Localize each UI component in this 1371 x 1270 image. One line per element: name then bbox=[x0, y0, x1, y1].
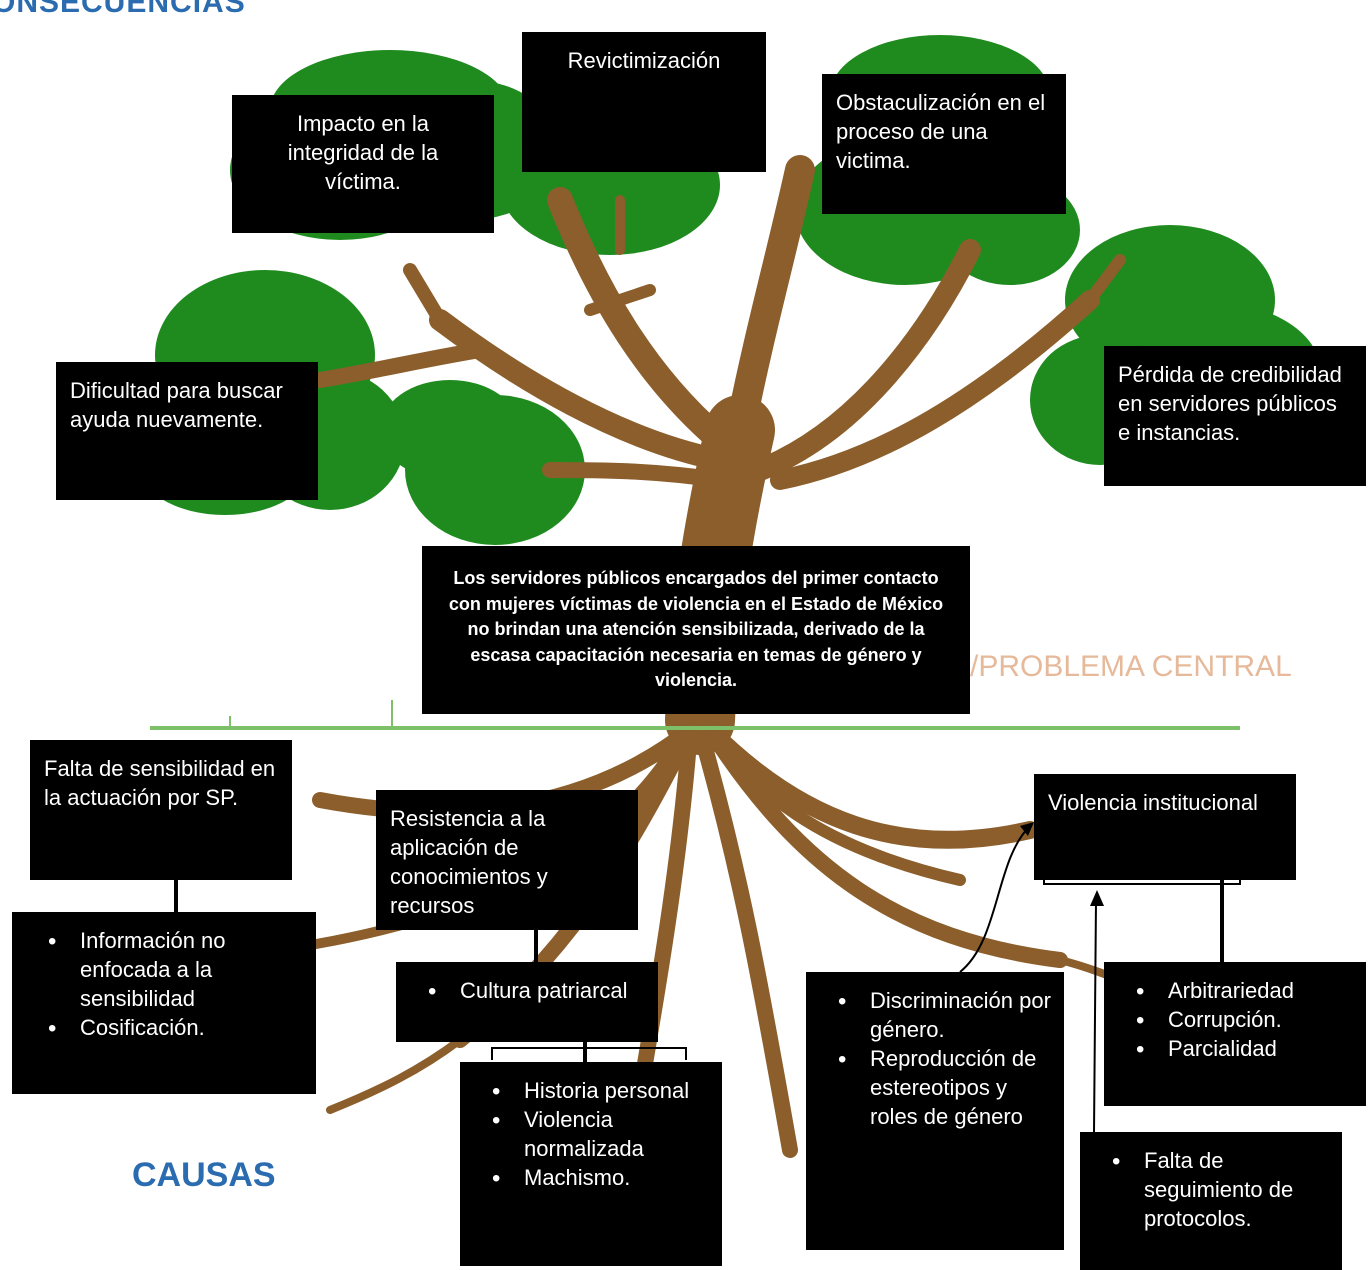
consequence-impacto-text: Impacto en la integridad de la víctima. bbox=[287, 111, 439, 195]
causes-heading: CAUSAS bbox=[132, 1156, 276, 1194]
list-item: Discriminación por género. bbox=[838, 986, 1058, 1044]
consequence-obstaculizacion-box: Obstaculización en el proceso de una vic… bbox=[822, 74, 1066, 214]
cause-cultura-box: Cultura patriarcal bbox=[396, 962, 658, 1042]
cause-informacion-list: Información no enfocada a la sensibilida… bbox=[22, 926, 306, 1045]
list-item: Información no enfocada a la sensibilida… bbox=[48, 926, 306, 1013]
cause-resistencia-box: Resistencia a la aplicación de conocimie… bbox=[376, 790, 638, 930]
cause-violencia-institucional-box: Violencia institucional bbox=[1034, 774, 1296, 880]
consequence-revictimizacion-text: Revictimización bbox=[567, 48, 721, 73]
list-item: Falta de seguimiento de protocolos. bbox=[1112, 1146, 1336, 1233]
cause-connectors bbox=[174, 878, 1224, 1062]
cause-arbitrariedad-box: Arbitrariedad Corrupción. Parcialidad bbox=[1104, 962, 1366, 1106]
cause-discriminacion-box: Discriminación por género. Reproducción … bbox=[806, 972, 1064, 1250]
list-item: Parcialidad bbox=[1136, 1034, 1360, 1066]
cause-resistencia-text: Resistencia a la aplicación de conocimie… bbox=[390, 806, 548, 919]
ground-line bbox=[150, 700, 1240, 730]
arrow-heads bbox=[1020, 822, 1104, 906]
list-item: Historia personal bbox=[492, 1076, 716, 1108]
list-item: Machismo. bbox=[492, 1163, 716, 1195]
consequence-perdida-text: Pérdida de credibilidad en servidores pú… bbox=[1118, 362, 1342, 446]
cause-seguimiento-list: Falta de seguimiento de protocolos. bbox=[1086, 1146, 1336, 1233]
consequences-heading: ONSECUENCIAS bbox=[0, 0, 246, 19]
cause-violencia-institucional-text: Violencia institucional bbox=[1048, 790, 1258, 815]
bracket-lines bbox=[491, 878, 1241, 1060]
cause-historia-box: Historia personal Violencia normalizada … bbox=[460, 1062, 722, 1266]
list-item: Violencia normalizada bbox=[492, 1105, 716, 1163]
list-item: Corrupción. bbox=[1136, 1005, 1360, 1037]
cause-falta-sensibilidad-box: Falta de sensibilidad en la actuación po… bbox=[30, 740, 292, 880]
consequence-obstaculizacion-text: Obstaculización en el proceso de una vic… bbox=[836, 90, 1046, 174]
consequence-dificultad-box: Dificultad para buscar ayuda nuevamente. bbox=[56, 362, 318, 500]
cause-falta-sensibilidad-text: Falta de sensibilidad en la actuación po… bbox=[44, 756, 276, 811]
cause-informacion-box: Información no enfocada a la sensibilida… bbox=[12, 912, 316, 1094]
list-item: Cosificación. bbox=[48, 1013, 306, 1045]
central-problem-heading: /PROBLEMA CENTRAL bbox=[970, 650, 1292, 683]
consequence-perdida-box: Pérdida de credibilidad en servidores pú… bbox=[1104, 346, 1366, 486]
cause-arbitrariedad-list: Arbitrariedad Corrupción. Parcialidad bbox=[1110, 976, 1360, 1066]
arrow-connectors bbox=[959, 825, 1097, 1133]
list-item: Cultura patriarcal bbox=[428, 976, 652, 1008]
cause-discriminacion-list: Discriminación por género. Reproducción … bbox=[812, 986, 1058, 1131]
list-item: Reproducción de estereotipos y roles de … bbox=[838, 1044, 1058, 1131]
central-problem-text: Los servidores públicos encargados del p… bbox=[448, 568, 944, 691]
list-item: Arbitrariedad bbox=[1136, 976, 1360, 1008]
central-problem-box: Los servidores públicos encargados del p… bbox=[422, 546, 970, 714]
cause-seguimiento-box: Falta de seguimiento de protocolos. bbox=[1080, 1132, 1342, 1270]
consequence-impacto-box: Impacto en la integridad de la víctima. bbox=[232, 95, 494, 233]
cause-cultura-list: Cultura patriarcal bbox=[402, 976, 652, 1008]
consequence-revictimizacion-box: Revictimización bbox=[522, 32, 766, 172]
consequence-dificultad-text: Dificultad para buscar ayuda nuevamente. bbox=[70, 378, 283, 433]
cause-historia-list: Historia personal Violencia normalizada … bbox=[466, 1076, 716, 1195]
